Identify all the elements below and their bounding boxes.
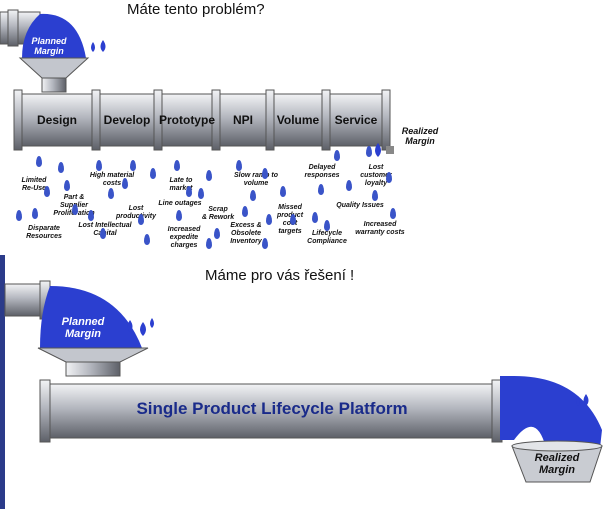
water-drop-icon [127,320,133,332]
bottom-title: Máme pro vás řešení ! [205,267,355,284]
water-drop-icon [372,190,378,201]
issue-note: High material costs [89,172,135,187]
water-drop-icon [390,208,396,219]
funnel-icon [37,347,149,363]
water-drop-icon [290,214,296,225]
water-drop-icon [186,186,192,197]
water-drop-icon [91,42,95,52]
top-realized-margin-label: Realized Margin [401,126,439,146]
stage-volume: Volume [276,113,320,127]
issue-note: Disparate Resources [26,225,62,240]
water-drop-icon [236,160,242,171]
water-drop-icon [206,170,212,181]
water-drop-icon [576,396,580,406]
issue-note: Scrap & Rework [201,206,235,221]
water-drop-icon [250,190,256,201]
platform-pipe [43,383,501,439]
top-planned-margin-label: Planned Margin [31,36,67,56]
inlet-pipe [4,283,44,317]
water-drop-icon [242,206,248,217]
issue-note: Increased expedite charges [167,226,201,249]
water-drop-icon [16,210,22,221]
issue-note: Lost customer loyalty [360,164,392,187]
water-drop-icon [140,322,146,336]
stage-service: Service [334,113,378,127]
water-drop-icon [375,143,381,157]
water-drop-icon [36,156,42,167]
water-drop-icon [150,318,154,328]
water-drop-icon [206,238,212,249]
issue-note: Delayed responses [304,164,340,179]
water-drop-icon [198,188,204,199]
water-drop-icon [280,186,286,197]
water-drop-icon [72,204,78,215]
issue-note: Quality Issues [336,202,384,209]
water-drop-icon [266,214,272,225]
issue-note: Limited Re-Use [21,177,47,192]
water-drop-icon [144,234,150,245]
water-drop-icon [64,180,70,191]
water-drop-icon [366,146,372,157]
water-drop-icon [138,214,144,225]
water-drop-icon [44,186,50,197]
water-drop-icon [150,168,156,179]
issue-note: Line outages [158,200,202,207]
bottom-realized-margin-label: Realized Margin [534,452,580,476]
platform-label: Single Product Lifecycle Platform [136,399,408,418]
water-drop-icon [324,220,330,231]
issue-note: Excess & Obsolete Inventory [230,222,262,245]
issue-note: Increased warranty costs [355,221,405,236]
water-drop-icon [174,160,180,171]
planned-margin-water [40,286,142,348]
issue-note: Late to market [169,177,193,192]
water-drop-icon [122,178,128,189]
water-drop-icon [334,150,340,161]
stage-npi: NPI [232,113,253,127]
water-drop-icon [262,168,268,179]
water-drop-icon [100,228,106,239]
water-drop-icon [318,184,324,195]
realized-margin-water [514,376,602,448]
water-drop-icon [88,210,94,221]
water-drop-icon [100,40,106,52]
water-drop-icon [346,180,352,191]
water-drop-icon [176,210,182,221]
issue-note: Lifecycle Compliance [307,230,347,245]
water-drop-icon [96,160,102,171]
issue-note: Slow ramp to volume [234,172,278,187]
water-drop-icon [583,394,589,406]
stage-design: Design [36,113,77,127]
planned-margin-water [22,13,86,58]
water-drop-icon [214,228,220,239]
water-drop-icon [32,208,38,219]
water-drop-icon [108,188,114,199]
top-title: Máte tento problém? [127,1,265,18]
issue-note: Lost productivity [115,205,157,220]
stage-develop: Develop [103,113,151,127]
water-drop-icon [130,160,136,171]
water-drop-icon [312,212,318,223]
water-drop-icon [58,162,64,173]
water-drop-icon [386,172,392,183]
stage-prototype: Prototype [158,113,215,127]
funnel-icon [18,57,90,79]
water-drop-icon [262,238,268,249]
bottom-planned-margin-label: Planned Margin [61,316,105,340]
